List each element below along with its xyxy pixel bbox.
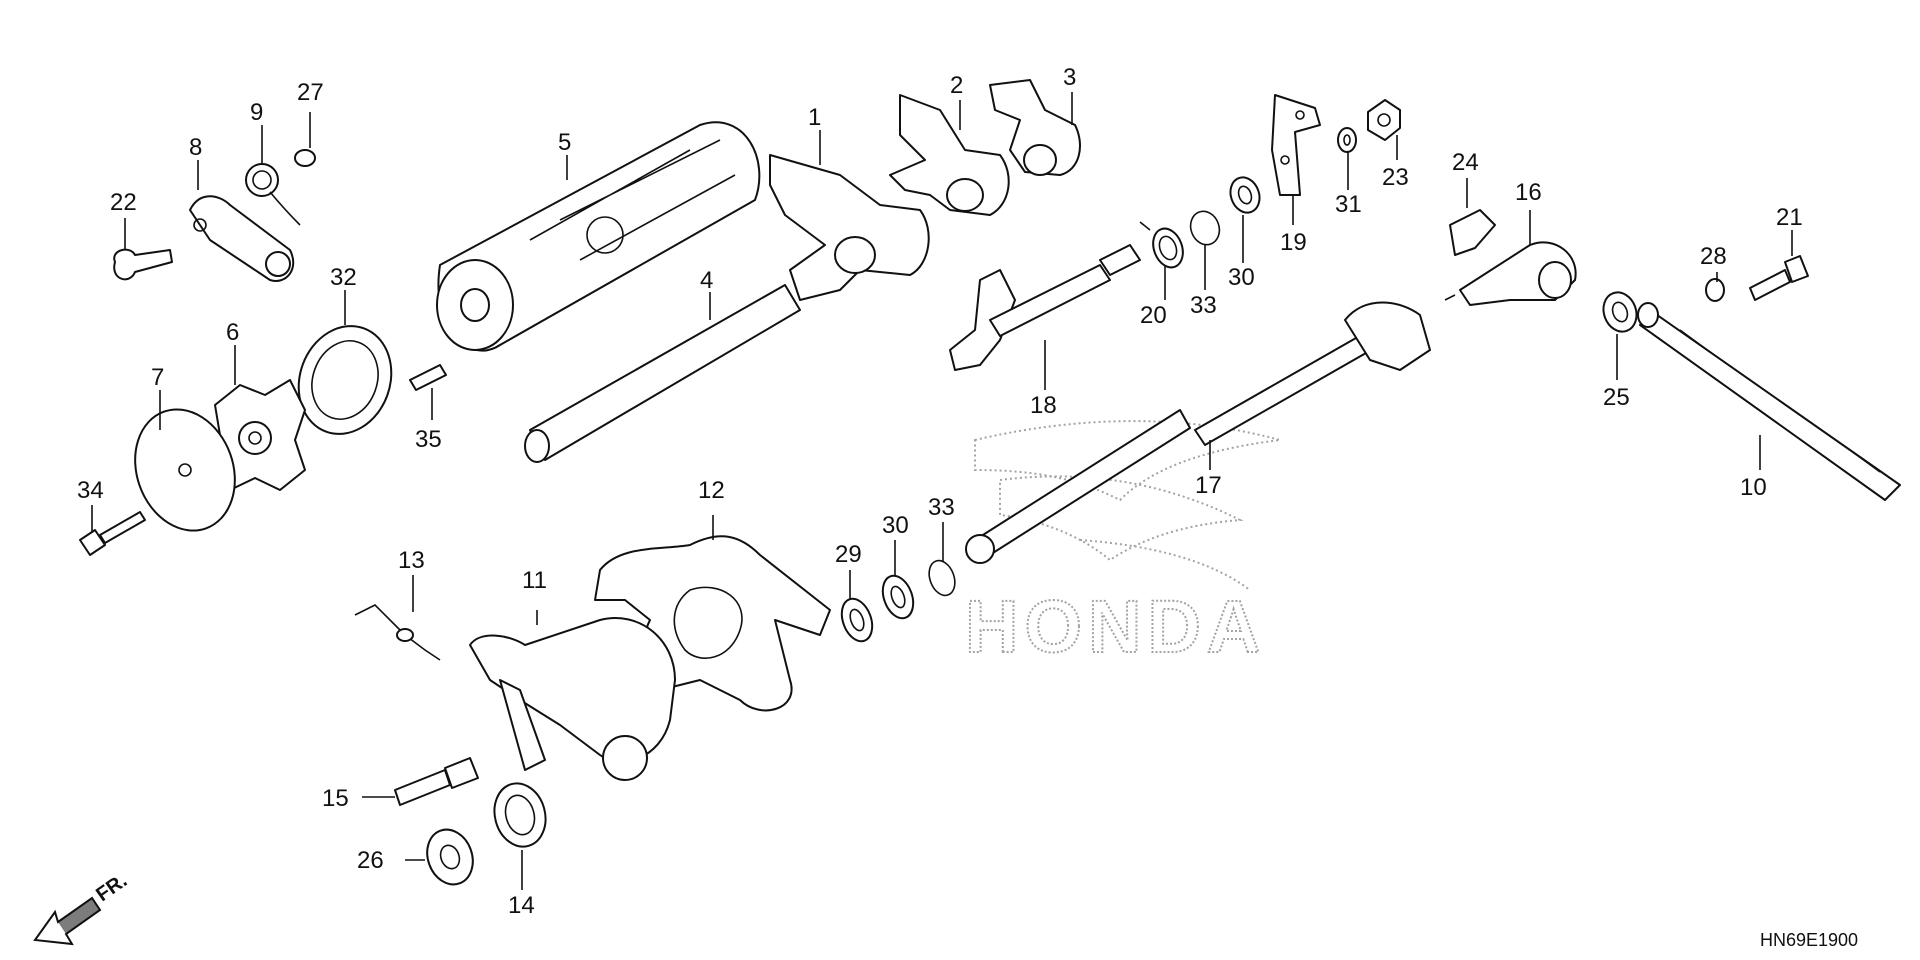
washer-29: [840, 597, 874, 643]
callout-3: 3: [1063, 64, 1076, 91]
bolt-34: [79, 511, 146, 556]
bolt-15: [394, 757, 479, 806]
washer-31: [1337, 127, 1357, 153]
clip-24: [1449, 209, 1496, 256]
bearing-32: [297, 325, 393, 435]
callout-30-upper: 30: [1228, 264, 1255, 291]
callout-15: 15: [322, 785, 349, 812]
spring-14: [493, 782, 547, 848]
callout-18: 18: [1030, 392, 1057, 419]
callout-8: 8: [189, 134, 202, 161]
callout-14: 14: [508, 892, 535, 919]
callout-32: 32: [330, 264, 357, 291]
washer-30-lower: [881, 574, 915, 620]
washer-26: [426, 828, 474, 886]
stopper-arm-assembly: [113, 149, 316, 282]
bolt-21: [1749, 255, 1809, 301]
callout-29: 29: [835, 541, 862, 568]
shift-spindle-17: [965, 301, 1431, 564]
washer-28: [1705, 278, 1725, 302]
callout-26: 26: [357, 847, 384, 874]
callout-9: 9: [250, 99, 263, 126]
return-spring-20: [1139, 221, 1184, 269]
callout-33-lower: 33: [928, 494, 955, 521]
callout-4: 4: [700, 267, 713, 294]
front-label: FR.: [92, 870, 131, 907]
callout-12: 12: [698, 477, 725, 504]
callout-25: 25: [1603, 384, 1630, 411]
callout-35: 35: [415, 426, 442, 453]
callout-19: 19: [1280, 229, 1307, 256]
callout-34: 34: [77, 477, 104, 504]
shift-arm-16: [1444, 241, 1577, 306]
leader-lines: [91, 92, 1793, 890]
washer-25: [1602, 291, 1638, 333]
callout-5: 5: [558, 129, 571, 156]
callout-2: 2: [950, 72, 963, 99]
callout-28: 28: [1700, 243, 1727, 270]
callout-16: 16: [1515, 179, 1542, 206]
spring-13: [354, 604, 441, 661]
callout-11: 11: [522, 567, 547, 594]
plate-19: [1271, 94, 1321, 196]
shaft-10: [1637, 302, 1901, 501]
shift-fork-1: [769, 154, 930, 301]
circlip-33-upper: [1189, 210, 1221, 246]
ratchet-arm-11: [469, 617, 676, 781]
callout-24: 24: [1452, 149, 1479, 176]
callout-30-lower: 30: [882, 512, 909, 539]
nut-23: [1367, 99, 1401, 141]
callout-22: 22: [110, 189, 137, 216]
callout-17: 17: [1195, 472, 1222, 499]
callout-20: 20: [1140, 302, 1167, 329]
dowel-pin: [409, 364, 447, 391]
shift-drum: [436, 121, 761, 352]
honda-watermark-text: HONDA: [965, 585, 1266, 668]
cover-plate: [134, 408, 236, 532]
callout-6: 6: [226, 319, 239, 346]
honda-wing-watermark: HONDA: [964, 420, 1281, 669]
callout-10: 10: [1740, 474, 1767, 501]
callout-23: 23: [1382, 164, 1409, 191]
shift-fork-2: [889, 94, 1010, 216]
callout-7: 7: [151, 364, 164, 391]
circlip-33-lower: [928, 559, 956, 597]
washer-30-upper: [1229, 176, 1261, 214]
callout-1: 1: [808, 104, 821, 131]
callout-33-upper: 33: [1190, 292, 1217, 319]
callout-21: 21: [1776, 204, 1803, 231]
front-direction-indicator: FR.: [33, 870, 131, 946]
callout-labels: 1 2 3 4 5 6 7 8 9 10 11 12 13 14 15 16 1…: [77, 64, 1803, 919]
callout-13: 13: [398, 547, 425, 574]
callout-27: 27: [297, 79, 324, 106]
callout-31: 31: [1335, 191, 1362, 218]
fork-shaft: [524, 284, 801, 463]
gearshift-spindle: [949, 244, 1141, 371]
shift-fork-3: [989, 79, 1081, 176]
diagram-code: HN69E1900: [1760, 930, 1858, 950]
